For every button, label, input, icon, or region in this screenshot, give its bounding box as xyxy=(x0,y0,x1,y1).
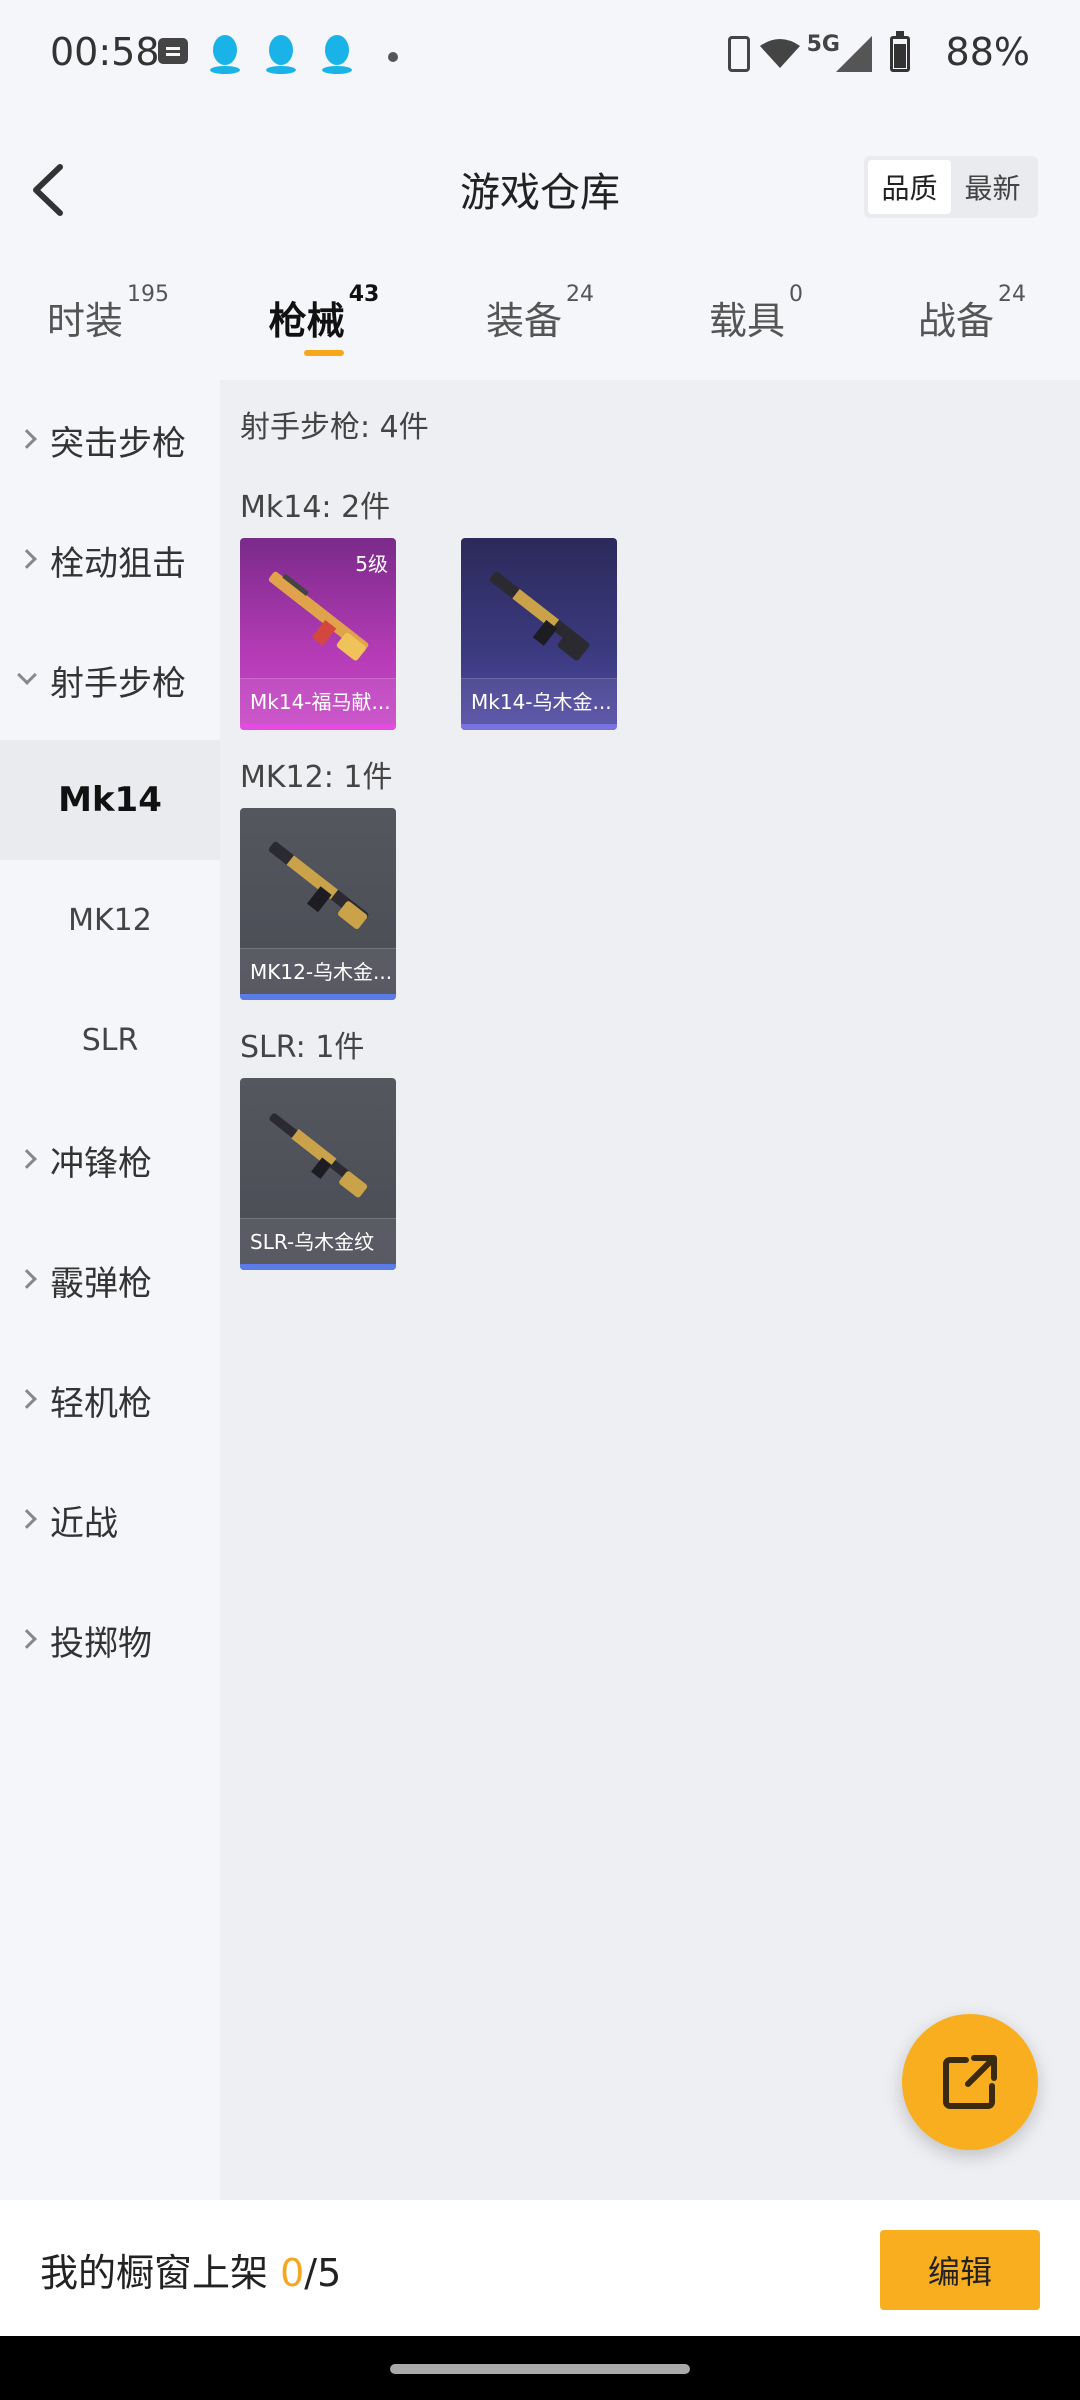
network-type: 5G xyxy=(806,32,840,57)
item-card[interactable]: MK12-乌木金... xyxy=(240,808,396,1000)
sort-by-newest[interactable]: 最新 xyxy=(964,172,1021,205)
battery-icon xyxy=(890,31,910,72)
back-arrow-icon xyxy=(33,164,63,216)
back-button[interactable] xyxy=(22,155,82,225)
message-icon xyxy=(158,38,188,64)
status-time: 00:58 xyxy=(50,30,160,74)
sidebar-sub-slr[interactable]: SLR xyxy=(81,1022,139,1058)
group-title: SLR: 1件 xyxy=(240,1030,365,1065)
chevron-right-icon xyxy=(17,429,37,449)
sidebar-item-label: 射手步枪 xyxy=(50,663,186,704)
rifle-icon xyxy=(268,571,369,661)
item-card[interactable]: Mk14-乌木金... xyxy=(461,538,617,730)
sidebar-sub-mk12[interactable]: MK12 xyxy=(68,902,152,938)
tab-label: 时装 xyxy=(46,299,123,343)
tab-count: 24 xyxy=(566,282,594,307)
wifi-icon xyxy=(760,39,800,68)
chevron-right-icon xyxy=(17,1149,37,1169)
tab-count: 195 xyxy=(127,282,169,307)
sidebar-item-label: 突击步枪 xyxy=(50,423,186,464)
chevron-right-icon xyxy=(17,1269,37,1289)
group-title: MK12: 1件 xyxy=(240,760,393,795)
item-name: SLR-乌木金纹 xyxy=(240,1218,396,1264)
sidebar-item-lmg[interactable]: 轻机枪 xyxy=(0,1340,220,1460)
item-name: Mk14-乌木金... xyxy=(461,678,617,724)
sidebar-item-smg[interactable]: 冲锋枪 xyxy=(0,1100,220,1220)
tier-bar xyxy=(461,724,617,730)
sidebar-item-label: 投掷物 xyxy=(50,1623,152,1664)
inventory-content: 射手步枪: 4件 Mk14: 2件 5级 Mk14-福马献... Mk14-乌木… xyxy=(220,380,1080,2200)
category-summary: 射手步枪: 4件 xyxy=(240,410,429,445)
home-indicator[interactable] xyxy=(390,2364,690,2374)
tier-bar xyxy=(240,1264,396,1270)
tier-bar xyxy=(240,994,396,1000)
sidebar-item-label: 霰弹枪 xyxy=(50,1263,152,1304)
tab-count: 43 xyxy=(348,282,380,307)
item-name: Mk14-福马献... xyxy=(240,678,396,724)
sidebar-item-assault-rifle[interactable]: 突击步枪 xyxy=(0,380,220,500)
sidebar-item-label: 近战 xyxy=(50,1503,118,1544)
showcase-label: 我的橱窗上架 xyxy=(40,2251,269,2295)
chevron-right-icon xyxy=(17,1629,37,1649)
header: 游戏仓库 品质 最新 xyxy=(0,130,1080,250)
tab-count: 0 xyxy=(789,282,803,307)
sort-toggle: 品质 最新 xyxy=(864,156,1038,218)
sort-by-quality[interactable]: 品质 xyxy=(868,160,951,214)
qq-icon xyxy=(210,35,240,74)
edit-button[interactable]: 编辑 xyxy=(880,2230,1040,2310)
tier-bar xyxy=(240,724,396,730)
item-card[interactable]: 5级 Mk14-福马献... xyxy=(240,538,396,730)
showcase-count: 0 xyxy=(280,2251,305,2295)
tab-label: 枪械 xyxy=(268,299,345,343)
sidebar-item-label: 冲锋枪 xyxy=(50,1143,152,1184)
vibrate-icon xyxy=(728,36,750,72)
rifle-icon xyxy=(489,571,590,661)
chevron-right-icon xyxy=(17,1389,37,1409)
sidebar-sub-mk14[interactable]: Mk14 xyxy=(0,740,220,860)
item-name: MK12-乌木金... xyxy=(240,948,396,994)
tab-count: 24 xyxy=(998,282,1026,307)
battery-level: 88% xyxy=(945,30,1030,74)
sidebar-item-marksman-rifle[interactable]: 射手步枪 xyxy=(0,620,220,740)
status-bar: 00:58 5G 88% xyxy=(0,0,1080,120)
qq-icon xyxy=(322,35,352,74)
rifle-icon xyxy=(268,841,369,929)
sidebar-item-label: 栓动狙击 xyxy=(50,543,186,584)
showcase-bar: 我的橱窗上架 0/5 编辑 xyxy=(0,2200,1080,2336)
sidebar-item-label: 轻机枪 xyxy=(50,1383,152,1424)
signal-icon xyxy=(836,36,872,72)
chevron-down-icon xyxy=(17,665,37,685)
chevron-right-icon xyxy=(17,549,37,569)
share-external-icon xyxy=(943,2055,997,2109)
sidebar-item-throwables[interactable]: 投掷物 xyxy=(0,1580,220,1700)
qq-icon xyxy=(266,35,296,74)
showcase-total: /5 xyxy=(304,2251,342,2295)
item-card[interactable]: SLR-乌木金纹 xyxy=(240,1078,396,1270)
system-nav-bar xyxy=(0,2336,1080,2400)
sidebar-item-melee[interactable]: 近战 xyxy=(0,1460,220,1580)
page-title: 游戏仓库 xyxy=(460,170,620,216)
notification-dot-icon xyxy=(388,52,398,62)
tab-label: 载具 xyxy=(708,299,785,343)
share-button[interactable] xyxy=(902,2014,1038,2150)
tab-label: 装备 xyxy=(485,299,562,343)
sidebar: 突击步枪 栓动狙击 射手步枪 Mk14 MK12 SLR 冲锋枪 霰弹枪 轻机枪… xyxy=(0,380,220,2200)
item-level-badge: 5级 xyxy=(355,552,388,576)
sidebar-item-shotgun[interactable]: 霰弹枪 xyxy=(0,1220,220,1340)
rifle-icon xyxy=(269,1113,368,1198)
tab-label: 战备 xyxy=(917,299,994,343)
group-title: Mk14: 2件 xyxy=(240,490,391,525)
chevron-right-icon xyxy=(17,1509,37,1529)
showcase-status: 我的橱窗上架 0/5 xyxy=(40,2242,341,2297)
sidebar-item-bolt-sniper[interactable]: 栓动狙击 xyxy=(0,500,220,620)
